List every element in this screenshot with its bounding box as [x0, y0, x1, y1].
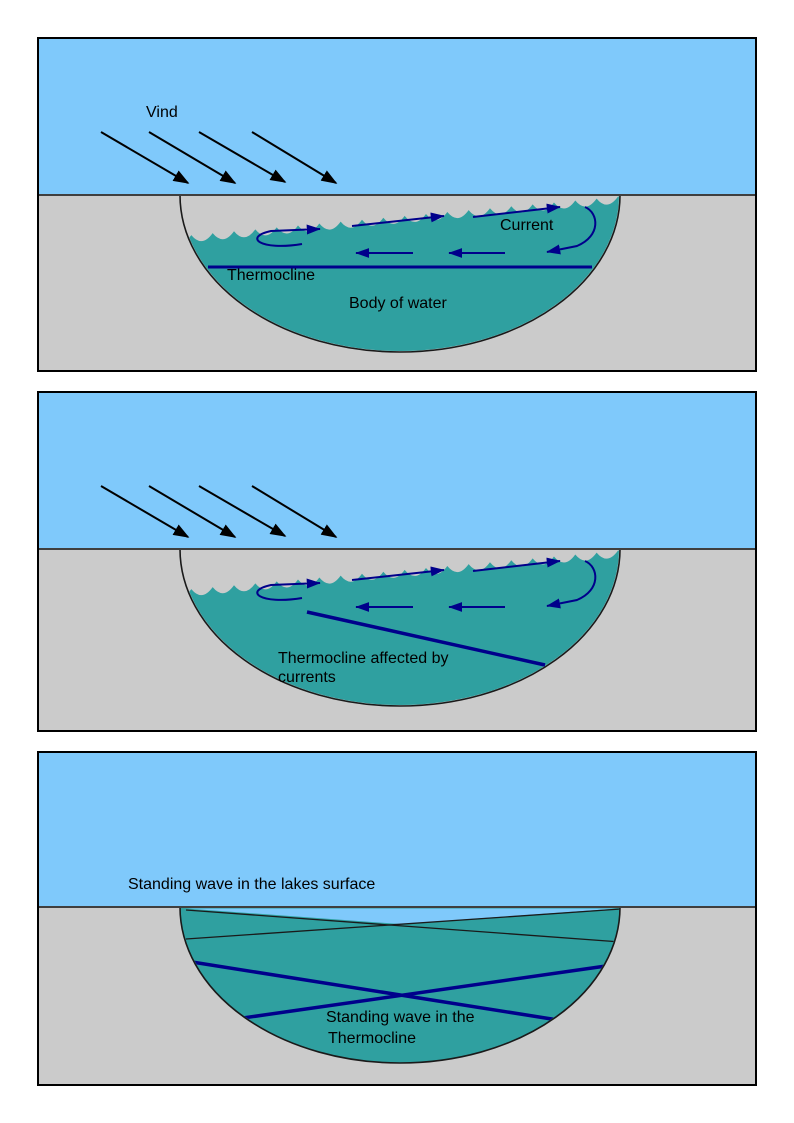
wind-label: Vind — [146, 104, 178, 121]
panel-1-wind-and-current: Vind Current Thermocline Body of water — [37, 37, 757, 372]
thermocline-standing-wave-lines — [191, 960, 607, 1022]
panel-2-tilted-thermocline: Thermocline affected by currents — [37, 391, 757, 732]
body-of-water-label: Body of water — [349, 295, 448, 312]
panel-border — [37, 751, 757, 1086]
surface-standing-wave-label: Standing wave in the lakes surface — [128, 876, 375, 893]
panel-border — [37, 37, 757, 372]
panel-3-standing-waves: Standing wave in the lakes surface Stand… — [37, 751, 757, 1086]
sky — [38, 752, 756, 907]
current-label: Current — [500, 217, 554, 234]
sky — [38, 38, 756, 195]
surface-standing-wave-lines — [185, 908, 619, 943]
thermocline-wave-line — [242, 964, 607, 1020]
surface-wave-line — [185, 909, 619, 943]
sky — [38, 392, 756, 549]
thermocline-affected-label-line2: currents — [278, 669, 336, 686]
thermocline-standing-wave-label-line2: Thermocline — [328, 1030, 416, 1047]
thermocline-label: Thermocline — [227, 267, 315, 284]
lake-basin-water — [179, 906, 621, 1064]
thermocline-affected-label-line1: Thermocline affected by — [278, 650, 448, 667]
thermocline-wave-line — [191, 960, 559, 1022]
thermocline-standing-wave-label-line1: Standing wave in the — [326, 1009, 475, 1026]
panel-border — [37, 391, 757, 732]
surface-wave-sky-wedge — [186, 908, 618, 924]
surface-wave-line — [185, 908, 619, 940]
tilted-thermocline-line — [306, 610, 546, 667]
